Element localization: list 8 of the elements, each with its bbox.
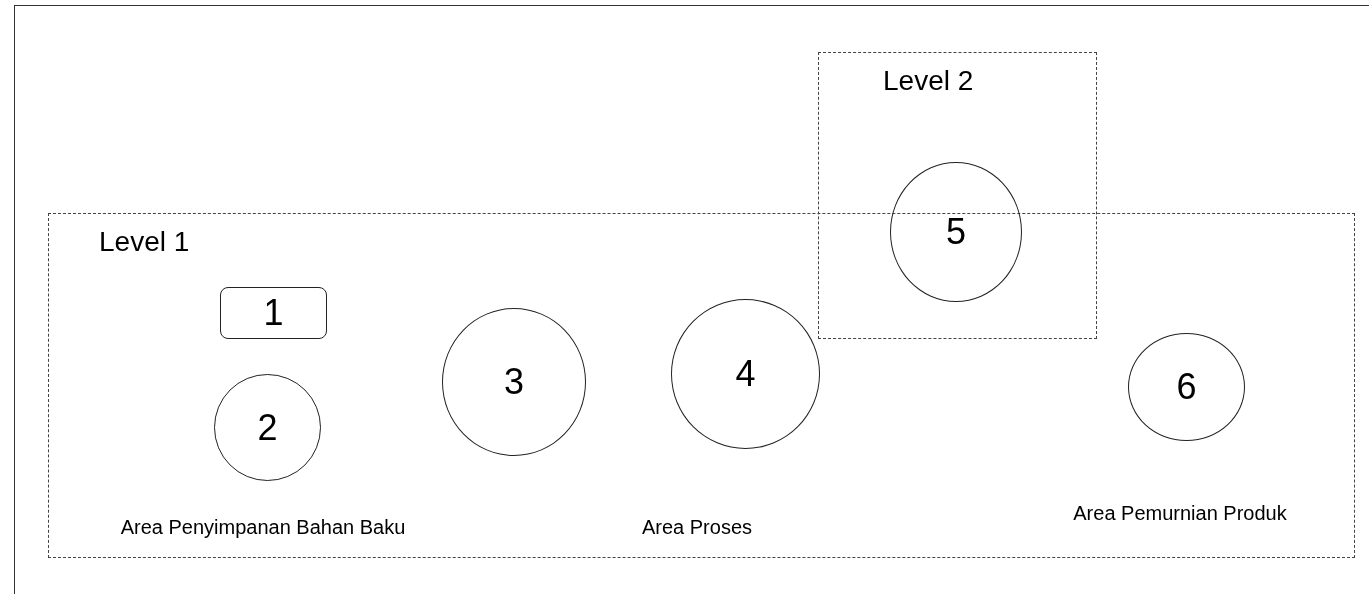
area-name: Area Penyimpanan Bahan Baku: [120, 516, 406, 539]
area-title: Level 2: [883, 65, 974, 97]
dashed-area-boundary: [818, 52, 1097, 339]
dashed-area-boundary: [48, 213, 1355, 558]
area-name: Area Proses: [641, 516, 753, 539]
equipment-box: 1: [220, 287, 327, 339]
area-title: Level 1: [99, 226, 190, 258]
area-name: Area Pemurnian Produk: [1073, 502, 1287, 525]
